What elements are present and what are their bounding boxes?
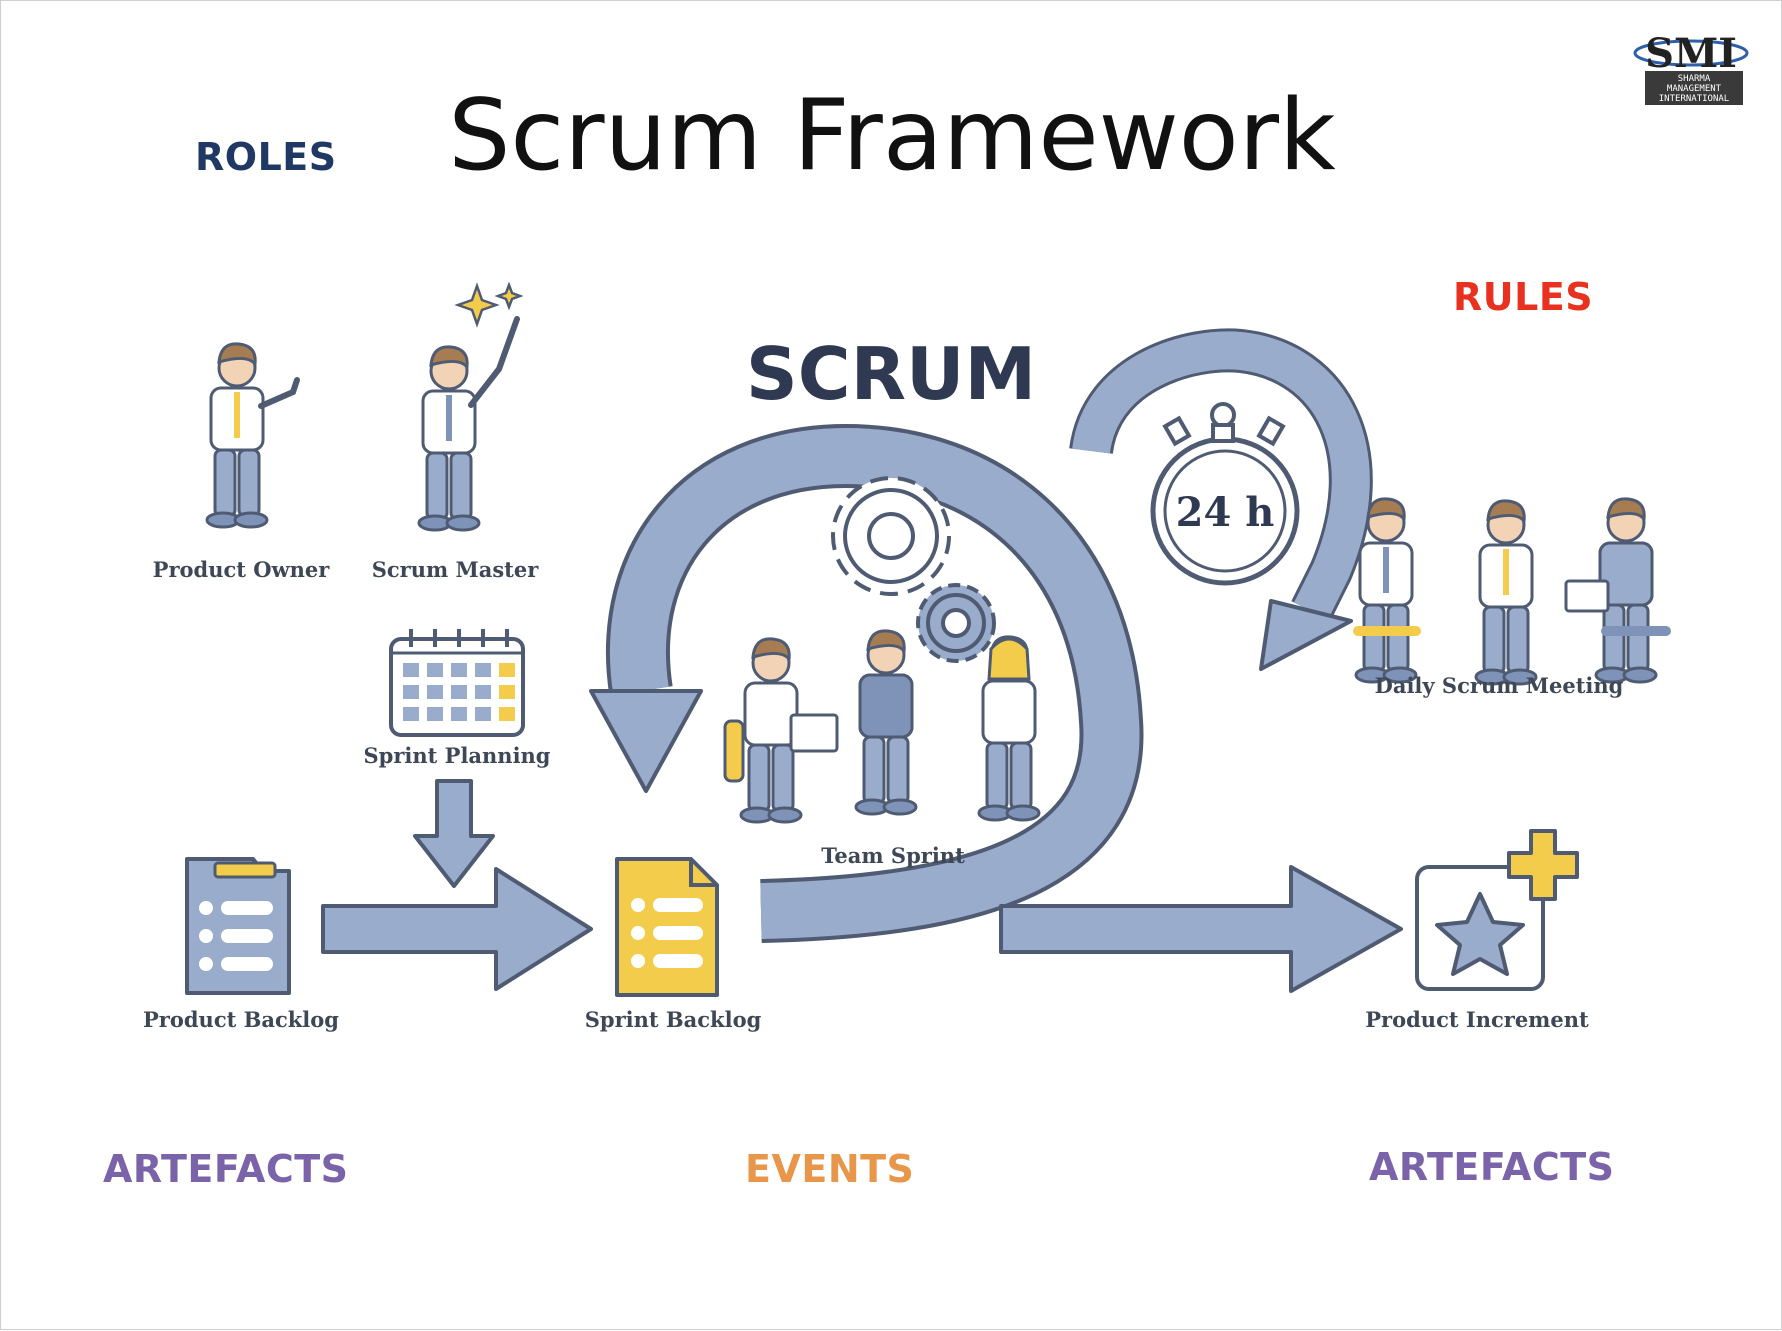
team-member-seated-figure <box>723 637 839 824</box>
calendar-icon <box>389 629 525 737</box>
product-increment-icon <box>1415 829 1579 991</box>
daily-member-right-figure <box>1564 497 1671 684</box>
flow-arrow-to-increment <box>999 865 1403 993</box>
logo-ring <box>1633 39 1749 67</box>
scrum-master-figure <box>417 316 520 532</box>
smi-logo: SMI SHARMA MANAGEMENT INTERNATIONAL <box>1633 33 1749 105</box>
scrum-word: SCRUM <box>746 332 1036 416</box>
product-increment-label: Product Increment <box>1365 1007 1589 1032</box>
artefacts-right-label: ARTEFACTS <box>1369 1145 1615 1189</box>
scrum-master-label: Scrum Master <box>372 557 540 582</box>
plus-icon <box>1507 829 1579 901</box>
flow-arrow-planning-down <box>413 779 495 888</box>
logo-line1: SHARMA <box>1678 74 1711 84</box>
flow-arrow-backlog-to-sprint <box>321 867 593 991</box>
logo-line2: MANAGEMENT <box>1667 84 1722 94</box>
sprint-backlog-icon <box>615 857 719 997</box>
logo-plate <box>1645 71 1743 105</box>
team-member-right-figure <box>977 635 1041 822</box>
daily-member-center-figure <box>1474 499 1538 686</box>
logo-line3: INTERNATIONAL <box>1659 94 1729 104</box>
sprint-backlog-label: Sprint Backlog <box>585 1007 762 1032</box>
product-owner-label: Product Owner <box>153 557 331 582</box>
timer-text: 24 h <box>1176 489 1275 536</box>
stopwatch-icon: 24 h <box>1150 402 1300 586</box>
slide-title: Scrum Framework <box>448 79 1336 193</box>
roles-label: ROLES <box>195 135 337 179</box>
team-member-center-figure <box>854 629 918 816</box>
daily-cycle-arrow <box>1069 328 1373 671</box>
logo-mark: SMI <box>1645 33 1737 77</box>
daily-member-left-figure <box>1353 497 1421 684</box>
product-owner-figure <box>205 342 300 529</box>
rules-label: RULES <box>1453 275 1594 319</box>
sparkle-icon <box>454 281 524 328</box>
gear-icon <box>831 476 951 596</box>
events-label: EVENTS <box>745 1147 915 1191</box>
sprint-planning-label: Sprint Planning <box>363 743 550 768</box>
daily-scrum-label: Daily Scrum Meeting <box>1375 673 1624 698</box>
small-gear-icon <box>916 583 996 663</box>
product-backlog-label: Product Backlog <box>143 1007 339 1032</box>
sprint-cycle-arrow <box>589 423 1144 943</box>
team-sprint-label: Team Sprint <box>821 843 965 868</box>
product-backlog-icon <box>185 857 291 995</box>
artefacts-left-label: ARTEFACTS <box>103 1147 349 1191</box>
